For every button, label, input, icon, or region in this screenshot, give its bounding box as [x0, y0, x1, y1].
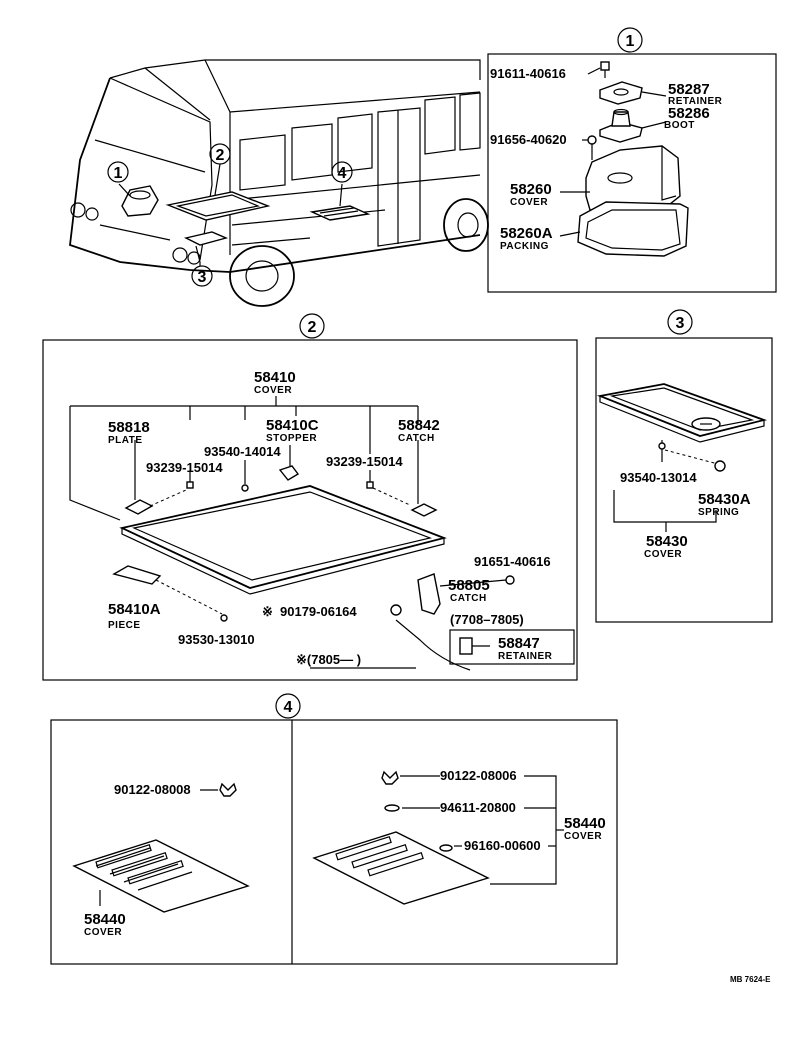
part-93540-13014: 93540-13014	[620, 470, 697, 485]
section-4-right-parts	[312, 770, 564, 905]
bus-callout-4: 4	[331, 161, 353, 183]
period-7708-7805: (7708–7805)	[450, 612, 524, 627]
part-58410C: 58410C	[266, 417, 319, 434]
part-93530-13010: 93530-13010	[178, 632, 255, 647]
part-58847: 58847	[498, 635, 540, 652]
part-90179-06164: 90179-06164	[280, 604, 357, 619]
bus-illustration	[69, 59, 489, 307]
part-96160-00600: 96160-00600	[464, 838, 541, 853]
svg-text:RETAINER: RETAINER	[498, 651, 553, 662]
part-91651-40616: 91651-40616	[474, 554, 551, 569]
svg-text:PACKING: PACKING	[500, 241, 549, 252]
svg-text:※: ※	[262, 604, 273, 619]
part-58260: 58260	[510, 181, 552, 198]
section-4-frame: 4	[50, 693, 618, 965]
part-58805: 58805	[448, 577, 490, 594]
bus-callout-1: 1	[107, 161, 129, 183]
svg-text:1: 1	[114, 165, 123, 182]
svg-text:1: 1	[626, 33, 635, 50]
svg-text:SPRING: SPRING	[698, 507, 739, 518]
section-1-labels: 91611-40616 58287 RETAINER 58286 BOOT 91…	[490, 66, 723, 252]
svg-text:3: 3	[676, 315, 685, 332]
svg-text:CATCH: CATCH	[398, 433, 435, 444]
svg-text:COVER: COVER	[510, 197, 548, 208]
section-3-labels: 93540-13014 58430A SPRING 58430 COVER	[620, 470, 751, 560]
svg-text:CATCH: CATCH	[450, 593, 487, 604]
svg-text:2: 2	[308, 319, 317, 336]
section-1-parts	[559, 61, 689, 257]
svg-text:4: 4	[284, 699, 293, 716]
svg-text:4: 4	[338, 165, 347, 182]
svg-text:COVER: COVER	[84, 927, 122, 938]
bus-callout-3: 3	[191, 265, 213, 287]
svg-text:COVER: COVER	[254, 385, 292, 396]
part-58410A: 58410A	[108, 601, 161, 618]
part-58440-left: 58440	[84, 911, 126, 928]
svg-text:COVER: COVER	[644, 549, 682, 560]
part-58440-right: 58440	[564, 815, 606, 832]
svg-text:STOPPER: STOPPER	[266, 433, 317, 444]
part-58842: 58842	[398, 417, 440, 434]
section-3-frame: 3	[595, 309, 773, 623]
part-58260A: 58260A	[500, 225, 553, 242]
section-1-frame: 1	[487, 27, 777, 293]
part-93239-15014-left: 93239-15014	[146, 460, 223, 475]
section-2-labels: 58410 COVER 58818 PLATE 58410C STOPPER 5…	[108, 369, 553, 667]
section-2-frame: 2	[42, 313, 578, 681]
part-94611-20800: 94611-20800	[440, 800, 516, 815]
svg-text:3: 3	[198, 269, 207, 286]
svg-text:BOOT: BOOT	[664, 120, 695, 131]
svg-text:2: 2	[216, 147, 225, 164]
part-58430A: 58430A	[698, 491, 751, 508]
part-91611-40616: 91611-40616	[490, 66, 566, 81]
part-93540-14014: 93540-14014	[204, 444, 281, 459]
part-58818: 58818	[108, 419, 150, 436]
svg-text:PLATE: PLATE	[108, 435, 143, 446]
part-90122-08008: 90122-08008	[114, 782, 191, 797]
part-58410: 58410	[254, 369, 296, 386]
section-2-parts	[69, 396, 575, 671]
part-90122-08006: 90122-08006	[440, 768, 517, 783]
svg-text:PIECE: PIECE	[108, 620, 141, 631]
part-58287: 58287	[668, 81, 710, 98]
part-93239-15014-right: 93239-15014	[326, 454, 403, 469]
bus-callout-2: 2	[209, 143, 231, 165]
reference-code: MB 7624-E	[730, 975, 771, 984]
section-4-labels: 90122-08008 58440 COVER 90122-08006 9461…	[84, 768, 606, 938]
section-3-parts	[596, 383, 768, 532]
part-58286: 58286	[668, 105, 710, 122]
period-7805: ※(7805— )	[296, 652, 361, 667]
part-58430: 58430	[646, 533, 688, 550]
svg-text:COVER: COVER	[564, 831, 602, 842]
part-91656-40620: 91656-40620	[490, 132, 567, 147]
svg-text:RETAINER: RETAINER	[668, 96, 723, 107]
section-4-left-parts	[72, 782, 250, 913]
